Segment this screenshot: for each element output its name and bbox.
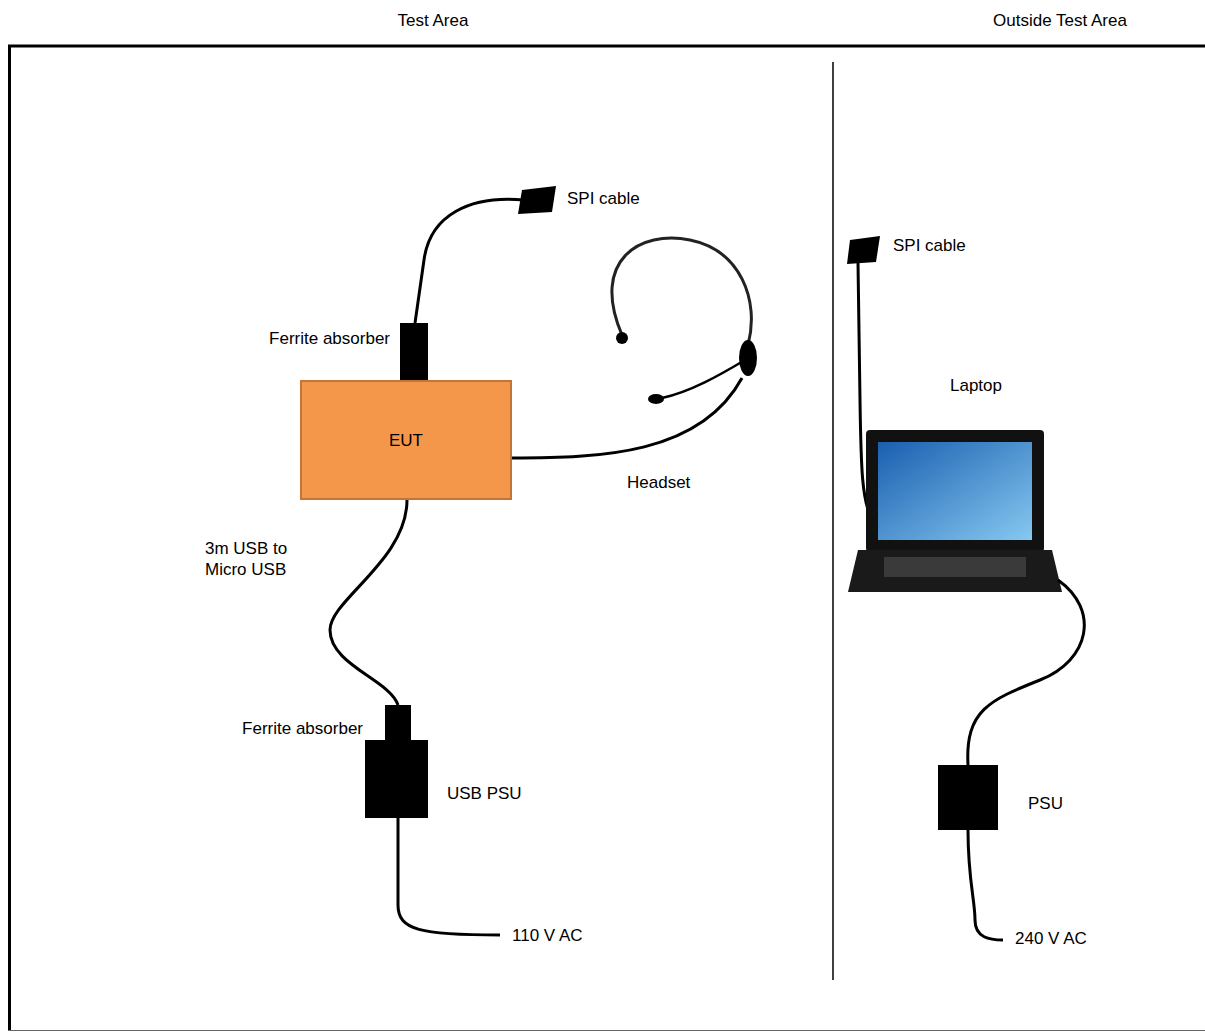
device-label: PSU [1028, 793, 1063, 814]
part-label: Ferrite absorber [242, 718, 363, 739]
laptop-psu [938, 765, 998, 830]
headset-earcup [739, 340, 757, 376]
device-label: Headset [627, 472, 690, 493]
laptop-screen [866, 430, 1044, 552]
usb-psu [365, 740, 428, 818]
mains-cable [398, 818, 500, 935]
box-text: EUT [389, 430, 423, 451]
headset-earpiece [616, 332, 628, 344]
device-label: USB PSU [447, 783, 522, 804]
device-label: Laptop [950, 375, 1002, 396]
ferrite-absorber [400, 323, 428, 380]
headset-band [612, 238, 751, 345]
spi-connector [518, 186, 556, 214]
laptop-power-cable [968, 580, 1085, 765]
eut-box: EUT [300, 380, 512, 500]
laptop-display [878, 442, 1032, 540]
area-heading: Test Area [398, 10, 469, 31]
cable-label: SPI cable [567, 188, 640, 209]
supply-label: 110 V AC [512, 925, 583, 946]
usb-cable [330, 500, 407, 705]
laptop-keyboard [884, 557, 1026, 577]
area-divider [832, 62, 834, 980]
microphone [648, 394, 664, 404]
ferrite-absorber [385, 705, 411, 741]
spi-connector [847, 236, 880, 264]
supply-label: 240 V AC [1015, 928, 1087, 949]
frame-left [8, 45, 11, 1031]
frame-bottom [8, 1030, 1205, 1031]
mains-cable [968, 830, 1003, 940]
laptop-base [848, 550, 1062, 592]
headset-wire [512, 378, 742, 458]
part-label: Ferrite absorber [269, 328, 390, 349]
spi-cable-wire [415, 199, 524, 323]
area-heading: Outside Test Area [993, 10, 1127, 31]
cable-label: SPI cable [893, 235, 966, 256]
cable-label: 3m USB to Micro USB [205, 538, 325, 580]
frame-top [8, 45, 1205, 48]
